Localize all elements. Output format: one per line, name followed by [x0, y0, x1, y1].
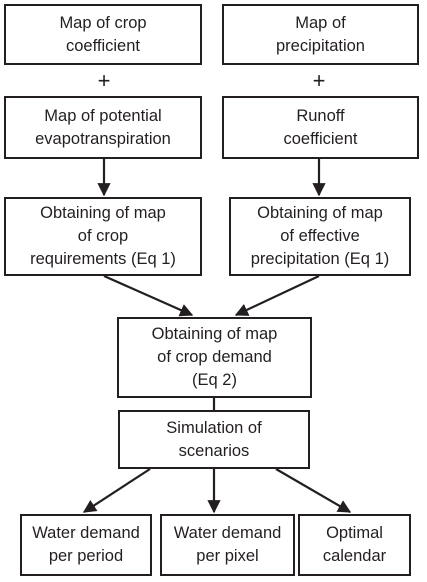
arrow-effective-precipitation-to-crop-demand	[234, 275, 320, 316]
box-crop-requirements-label: Obtaining of map of crop requirements (E…	[30, 204, 176, 268]
box-effective-precipitation: Obtaining of map of effective precipitat…	[229, 197, 411, 276]
box-precipitation-label: Map of precipitation	[276, 13, 365, 55]
plus-operator-left: +	[97, 68, 111, 93]
box-precipitation: Map of precipitation	[222, 4, 419, 65]
box-simulation-scenarios: Simulation of scenarios	[118, 410, 310, 469]
arrow-simulation-to-water-demand-period	[82, 468, 151, 513]
box-potential-evapotranspiration: Map of potential evapotranspiration	[4, 96, 202, 159]
arrow-crop-requirements-to-crop-demand	[103, 274, 194, 317]
box-water-demand-pixel: Water demand per pixel	[160, 514, 295, 576]
box-optimal-calendar: Optimal calendar	[298, 514, 411, 576]
box-runoff-coefficient: Runoff coefficient	[222, 96, 419, 159]
box-runoff-coefficient-label: Runoff coefficient	[283, 106, 358, 148]
box-crop-demand-label: Obtaining of map of crop demand (Eq 2)	[151, 325, 278, 389]
box-simulation-scenarios-label: Simulation of scenarios	[166, 418, 262, 460]
plus-operator-right: +	[312, 68, 326, 93]
box-crop-coefficient-label: Map of crop coefficient	[59, 13, 147, 55]
box-crop-coefficient: Map of crop coefficient	[4, 4, 202, 65]
box-crop-demand: Obtaining of map of crop demand (Eq 2)	[117, 317, 312, 398]
box-optimal-calendar-label: Optimal calendar	[322, 524, 387, 565]
box-water-demand-pixel-label: Water demand per pixel	[173, 524, 282, 565]
box-crop-requirements: Obtaining of map of crop requirements (E…	[4, 197, 202, 276]
box-water-demand-period: Water demand per period	[20, 514, 152, 576]
arrow-simulation-to-optimal-calendar	[275, 468, 352, 513]
box-potential-evapotranspiration-label: Map of potential evapotranspiration	[35, 106, 171, 148]
box-effective-precipitation-label: Obtaining of map of effective precipitat…	[250, 204, 390, 268]
box-water-demand-period-label: Water demand per period	[32, 524, 140, 565]
